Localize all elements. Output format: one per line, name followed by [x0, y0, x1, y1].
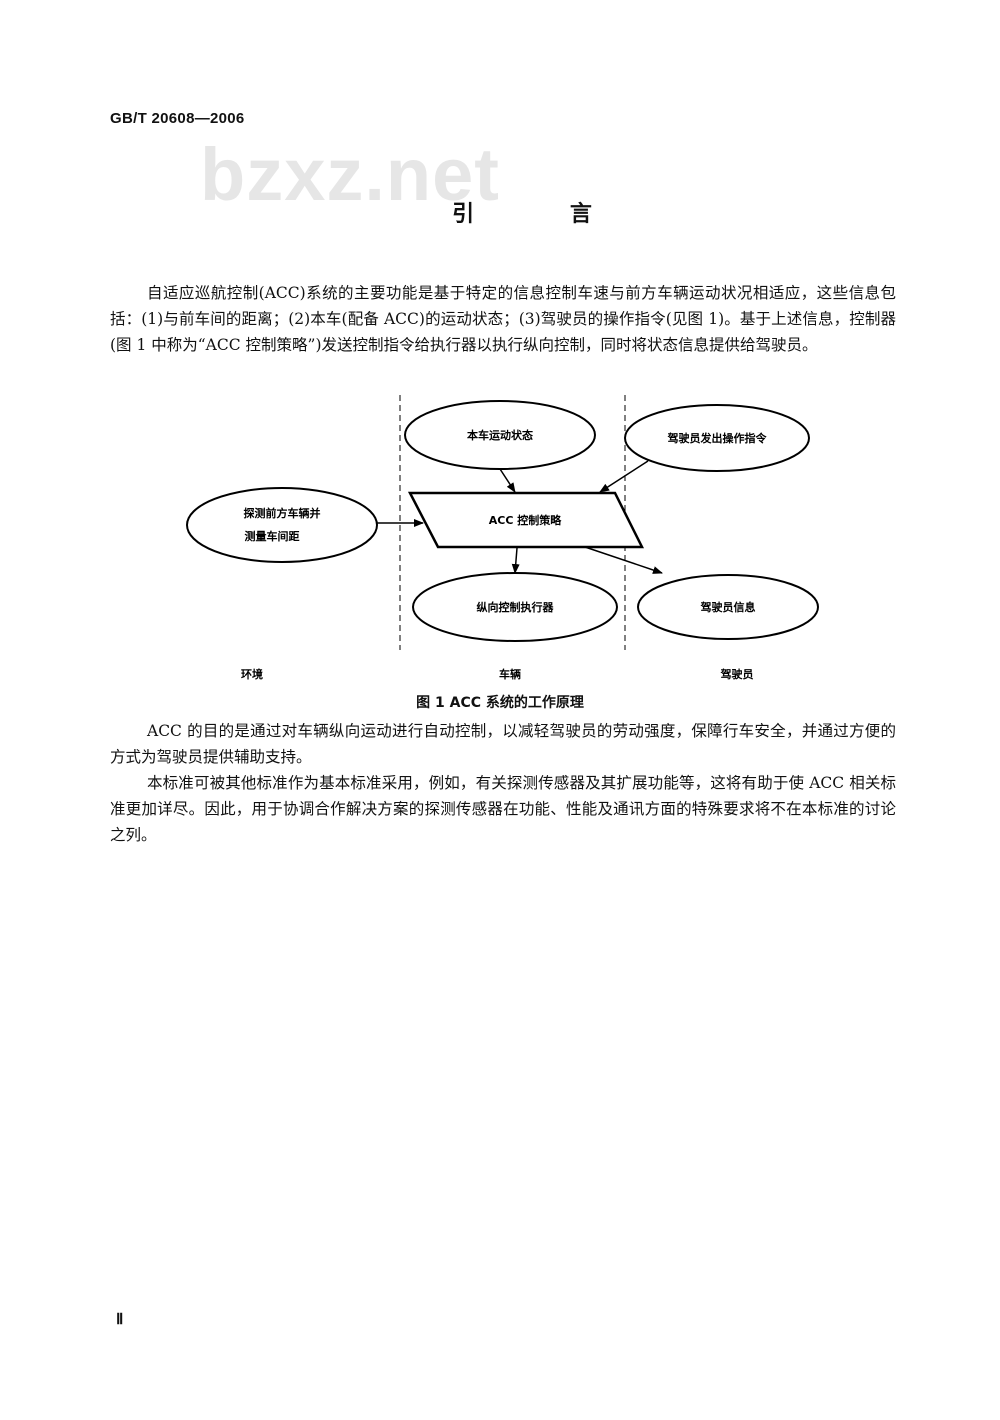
arrow-state-to-strategy — [499, 468, 516, 493]
diagram-canvas: 本车运动状态 驾驶员发出操作指令 探测前方车辆并 测量车间距 ACC 控制策略 … — [186, 395, 819, 681]
label-driver-info: 驾驶员信息 — [700, 600, 756, 614]
watermark-logo: bzxz.net — [200, 133, 500, 216]
arrow-strategy-to-driver-info — [584, 546, 663, 574]
label-vehicle-state: 本车运动状态 — [467, 428, 533, 442]
zone-label-driver: 驾驶员 — [720, 667, 754, 681]
arrow-command-to-strategy — [599, 460, 649, 493]
scope-paragraph: 本标准可被其他标准作为基本标准采用，例如，有关探测传感器及其扩展功能等，这将有助… — [110, 774, 896, 844]
acc-principle-diagram: 本车运动状态 驾驶员发出操作指令 探测前方车辆并 测量车间距 ACC 控制策略 … — [180, 395, 860, 695]
node-detect-vehicle — [186, 487, 378, 563]
label-actuator: 纵向控制执行器 — [477, 600, 555, 614]
label-driver-command: 驾驶员发出操作指令 — [667, 431, 768, 445]
page-number: Ⅱ — [116, 1312, 124, 1328]
zone-label-environment: 环境 — [241, 667, 263, 681]
figure-caption: 图 1 ACC 系统的工作原理 — [416, 695, 584, 711]
label-detect-line2: 测量车间距 — [245, 529, 300, 543]
node-driver-info — [637, 574, 819, 640]
label-detect-line1: 探测前方车辆并 — [244, 506, 321, 520]
arrow-strategy-to-actuator — [511, 547, 520, 574]
zone-label-vehicle: 车辆 — [499, 667, 521, 681]
intro-paragraph: 自适应巡航控制(ACC)系统的主要功能是基于特定的信息控制车速与前方车辆运动状况… — [110, 284, 896, 354]
node-acc-strategy — [407, 491, 645, 549]
node-driver-command — [624, 404, 810, 472]
purpose-paragraph: ACC 的目的是通过对车辆纵向运动进行自动控制，以减轻驾驶员的劳动强度，保障行车… — [110, 722, 896, 766]
label-acc-strategy: ACC 控制策略 — [489, 513, 562, 527]
standard-code: GB/T 20608—2006 — [110, 110, 245, 127]
section-title: 引 言 — [452, 202, 636, 227]
